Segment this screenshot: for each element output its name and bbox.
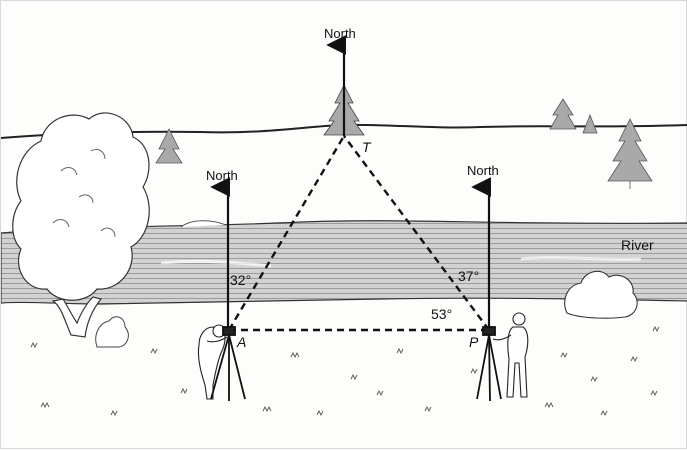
angle-p-north-label: 37° (458, 268, 480, 284)
sightline-a-to-t (227, 135, 346, 331)
tripod-icon (476, 326, 502, 402)
point-p-label: P (469, 334, 479, 350)
tree-icon (155, 128, 183, 164)
north-label-top: North (324, 26, 356, 41)
point-t-label: T (362, 139, 371, 155)
bush-icon (564, 270, 638, 319)
deciduous-tree-icon (12, 112, 150, 338)
angle-p-base-label: 53° (431, 306, 453, 322)
bush-icon (95, 316, 129, 348)
tree-icon (607, 118, 653, 189)
north-label-right: North (467, 163, 499, 178)
grass-tufts (30, 325, 660, 417)
angle-a-label: 32° (230, 272, 252, 288)
tripod-icon (210, 326, 246, 401)
surveyor-icon (492, 312, 529, 398)
surveyor-icon (197, 324, 228, 400)
point-a-label: A (237, 334, 247, 350)
sightline-p-to-t (343, 135, 490, 331)
tree-icon (549, 98, 598, 134)
north-label-left: North (206, 168, 238, 183)
river-label: River (621, 237, 654, 253)
